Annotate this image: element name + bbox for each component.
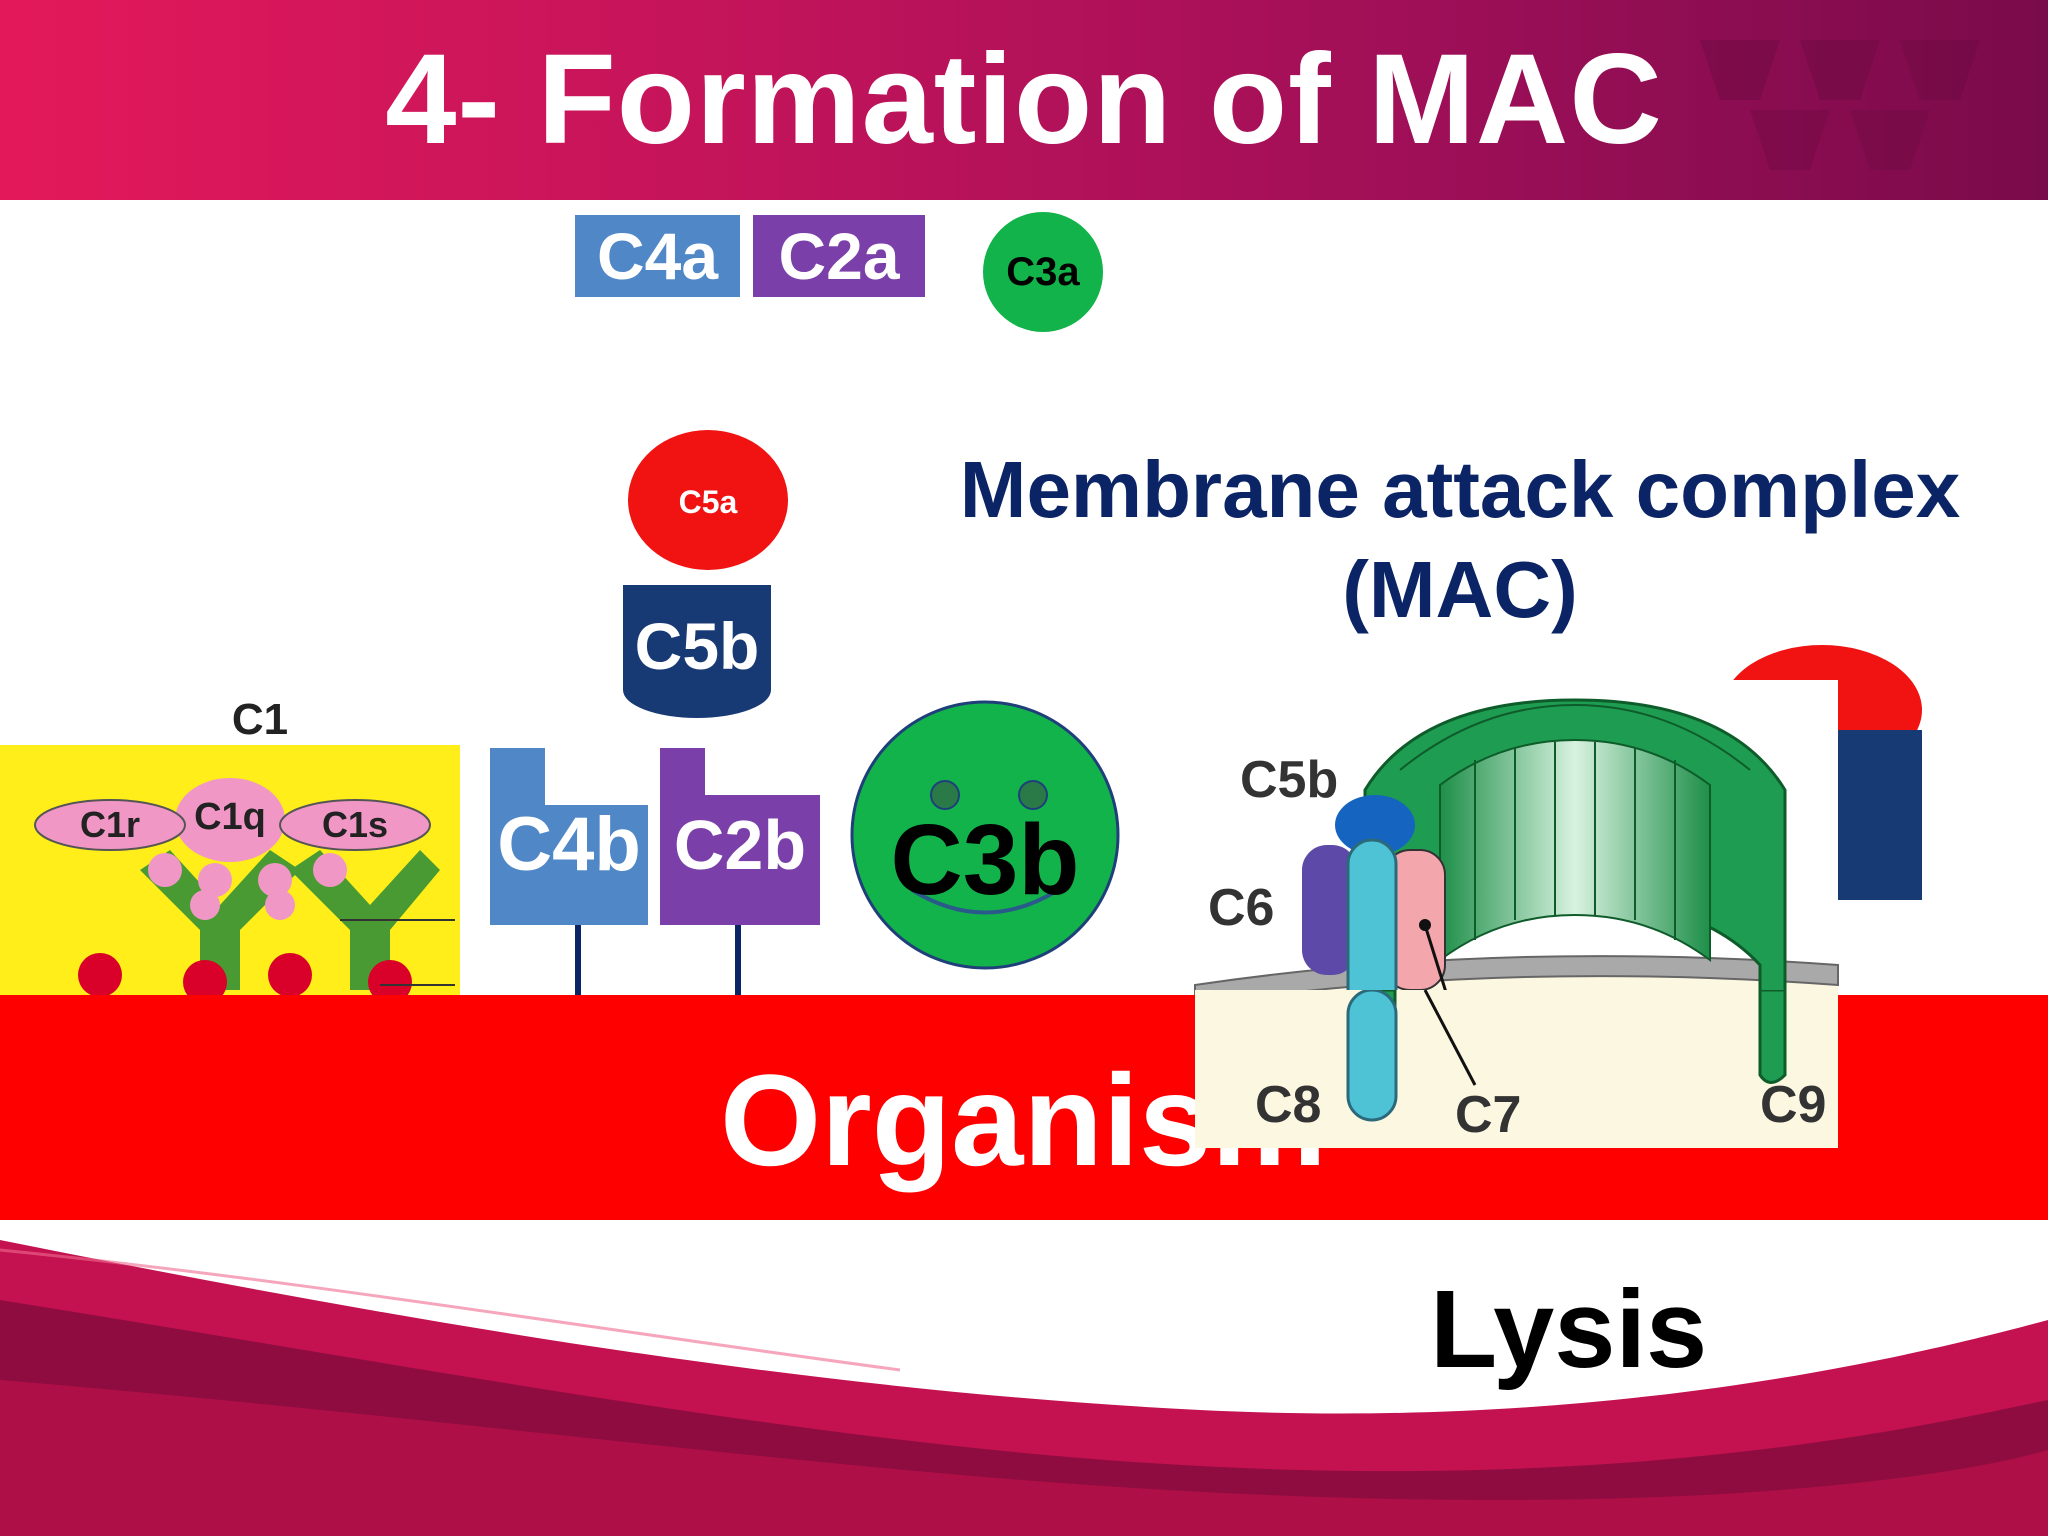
c5a-label: C5a: [678, 484, 738, 520]
c1r-label: C1r: [79, 804, 141, 845]
mac-c8-label: C8: [1255, 1076, 1322, 1134]
c1-title: C1: [231, 695, 289, 744]
mac-panel-lower: [1195, 990, 1838, 1148]
c4b-shape: [490, 748, 648, 925]
c2a-label: C2a: [778, 219, 900, 293]
mac-heading-line2: (MAC): [1342, 545, 1578, 634]
header-banner: [0, 0, 2048, 200]
mac-heading: Membrane attack complex (MAC): [880, 440, 2040, 640]
c3b-label: C3b: [890, 804, 1080, 916]
c5b-cylinder: [623, 585, 771, 718]
c2b-shape: [660, 748, 820, 925]
c3a-ball: [983, 212, 1103, 332]
c5a-ball: [628, 430, 788, 570]
c2b-label: C2b: [673, 806, 807, 884]
slide-title: 4- Formation of MAC: [385, 28, 1663, 171]
c1-complex: [0, 745, 460, 1004]
c5b-label: C5b: [634, 609, 760, 683]
header-texture: [1700, 40, 1980, 170]
c4a-box: [575, 215, 740, 297]
c1q-label: C1q: [194, 796, 266, 838]
c4a-label: C4a: [596, 219, 719, 293]
c4b-label: C4b: [497, 802, 641, 887]
mac-heading-line1: Membrane attack complex: [959, 445, 1961, 534]
c3a-label: C3a: [1006, 250, 1080, 294]
footer-waves: [0, 1240, 2048, 1536]
mac-c7-label: C7: [1455, 1086, 1522, 1144]
c3b-ball: [850, 700, 1120, 970]
lysis-label: Lysis: [1430, 1268, 1708, 1391]
mac-c6-label: C6: [1208, 879, 1275, 937]
c1s-label: C1s: [321, 804, 389, 845]
mac-c9-label: C9: [1760, 1076, 1827, 1134]
mac-c5b-label: C5b: [1240, 751, 1339, 809]
c2a-box: [753, 215, 925, 297]
